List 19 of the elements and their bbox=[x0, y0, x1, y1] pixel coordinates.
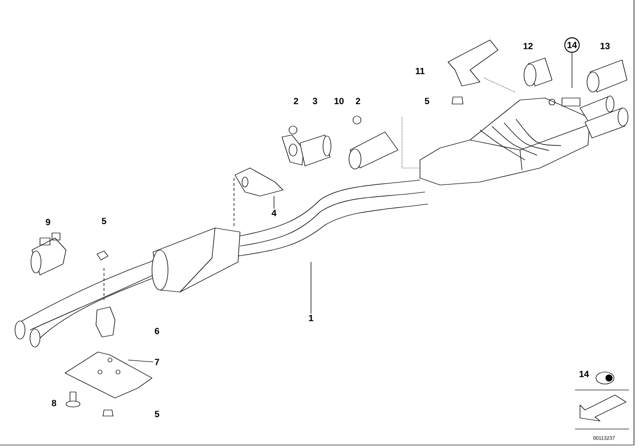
callout-number: 2 bbox=[356, 98, 360, 104]
callout-number: 14 bbox=[580, 370, 589, 378]
callout-number: 13 bbox=[600, 42, 610, 50]
callout-number: 2 bbox=[294, 98, 298, 104]
callout-number: 3 bbox=[312, 98, 318, 104]
callout-number: 9 bbox=[46, 218, 50, 226]
callout-number: 5 bbox=[102, 218, 106, 224]
leader-line bbox=[128, 360, 154, 362]
leader-line bbox=[310, 262, 312, 314]
callout-number: 5 bbox=[154, 410, 160, 418]
callout-number: 1 bbox=[309, 314, 314, 322]
callout-number: 4 bbox=[272, 210, 276, 216]
callout-number: 11 bbox=[416, 68, 424, 74]
callout-number: 5 bbox=[424, 98, 430, 104]
callout-number: 7 bbox=[154, 358, 160, 366]
callout-number: 12 bbox=[524, 42, 533, 50]
callout-number: 6 bbox=[154, 328, 160, 334]
callout-number: 8 bbox=[52, 400, 56, 406]
callout-number: 10 bbox=[334, 98, 344, 104]
